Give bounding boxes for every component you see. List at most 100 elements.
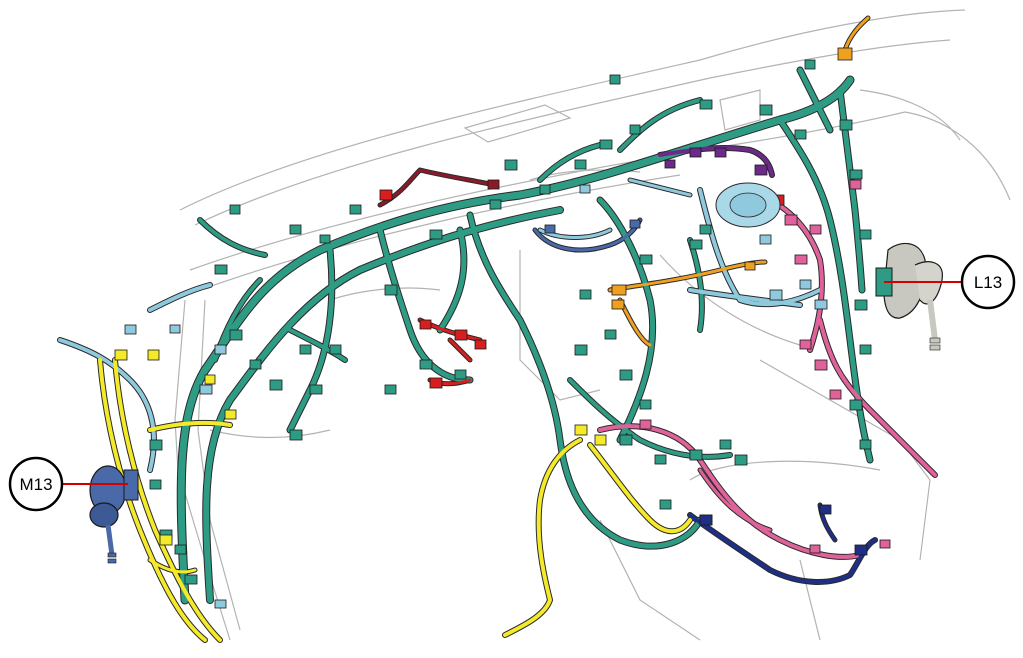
connector-main-harness <box>734 454 748 466</box>
connector-light-blue <box>799 279 812 290</box>
wire-yellow <box>503 438 582 637</box>
wire-orange <box>618 298 652 347</box>
connector-main-harness <box>629 124 641 135</box>
connector-main-harness <box>604 329 617 340</box>
wire-outline <box>687 512 878 585</box>
connector-main-harness <box>419 359 433 370</box>
connector-light-blue <box>214 599 227 609</box>
connector-main-harness <box>184 574 198 585</box>
connector-slate-blue <box>629 219 641 229</box>
connector-purple <box>714 147 727 158</box>
connector-main-harness <box>289 224 302 235</box>
wire-light-blue <box>58 338 156 472</box>
connector-main-harness <box>699 224 712 235</box>
wire-orange <box>608 260 767 292</box>
connector-pink <box>814 359 828 371</box>
wire-dark-red <box>378 168 497 207</box>
connector-navy <box>854 544 868 556</box>
connector-main-harness <box>539 184 551 195</box>
connector-main-harness <box>384 284 398 296</box>
m13-callout-circle <box>8 456 64 512</box>
m13-speaker-connector-icon <box>89 465 139 564</box>
connector-main-harness <box>319 234 331 244</box>
connector-dark-red <box>487 179 500 190</box>
m13-label: M13 <box>19 475 52 494</box>
connector-pink <box>799 339 812 350</box>
connector-main-harness <box>579 289 592 300</box>
connector-purple <box>754 164 768 176</box>
connector-pink <box>809 544 821 554</box>
wire-main-harness <box>377 227 473 383</box>
wire-main-harness <box>288 328 347 362</box>
connector-main-harness <box>454 369 467 380</box>
wire-slate-blue <box>533 218 642 252</box>
connector-main-harness <box>839 119 853 131</box>
connector-yellow <box>147 349 160 361</box>
connector-red <box>454 329 468 341</box>
connector-main-harness <box>859 344 872 355</box>
connector-main-harness <box>214 264 228 275</box>
connector-main-harness <box>639 254 653 265</box>
connector-main-harness <box>759 104 773 116</box>
wire-outline <box>202 206 564 604</box>
connector-main-harness <box>329 344 342 355</box>
wire-main-harness <box>198 218 267 257</box>
connector-main-harness <box>699 99 713 110</box>
connector-slate-blue <box>544 224 556 234</box>
connector-pink <box>829 389 842 400</box>
wire-main-harness <box>568 378 732 459</box>
wire-outline <box>587 442 693 535</box>
connector-light-blue <box>769 289 783 301</box>
connector-main-harness <box>849 169 863 180</box>
connector-main-harness <box>249 359 262 370</box>
connector-navy <box>699 514 713 526</box>
connector-red <box>419 319 432 330</box>
connector-main-harness <box>859 439 872 450</box>
connector-yellow <box>574 424 588 436</box>
wire-yellow <box>148 558 197 574</box>
callout-m13: M13 <box>8 456 128 512</box>
connector-purple <box>664 159 676 169</box>
connector-light-blue <box>199 384 213 395</box>
connector-main-harness <box>174 544 187 555</box>
wire-main-harness <box>797 67 833 133</box>
connector-light-blue <box>814 299 828 310</box>
connector-orange <box>837 47 853 61</box>
connector-red <box>474 339 487 350</box>
wire-outline <box>466 211 704 550</box>
connector-pink <box>794 254 808 265</box>
connector-pink <box>639 419 652 430</box>
wire-pink <box>818 318 937 477</box>
connector-main-harness <box>689 239 703 250</box>
wire-pink <box>768 198 824 352</box>
wire-yellow <box>113 358 222 642</box>
connector-pink <box>849 179 862 190</box>
wire-main-harness <box>618 98 702 152</box>
gauge-cluster <box>715 182 781 228</box>
wire-outline <box>197 217 268 258</box>
wire-main-harness <box>597 197 656 443</box>
connector-main-harness <box>349 204 362 215</box>
connector-main-harness <box>654 454 667 465</box>
connector-main-harness <box>619 369 633 381</box>
connector-yellow <box>224 409 237 420</box>
wire-light-blue <box>698 188 822 307</box>
wire-yellow <box>148 420 232 432</box>
connector-main-harness <box>504 159 518 171</box>
connector-main-harness <box>299 344 312 355</box>
connector-purple <box>689 147 702 158</box>
connector-main-harness <box>384 384 397 395</box>
connector-main-harness <box>309 384 323 395</box>
wire-main-harness <box>177 76 854 604</box>
wire-main-harness <box>203 207 563 603</box>
connector-light-blue <box>759 234 772 245</box>
wire-main-harness <box>467 212 703 549</box>
connector-main-harness <box>659 499 672 510</box>
wire-purple <box>658 145 774 177</box>
connector-red <box>429 377 443 389</box>
connector-light-blue <box>124 324 137 335</box>
connector-main-harness <box>229 204 241 215</box>
connector-main-harness <box>269 379 283 391</box>
connector-main-harness <box>574 344 588 356</box>
